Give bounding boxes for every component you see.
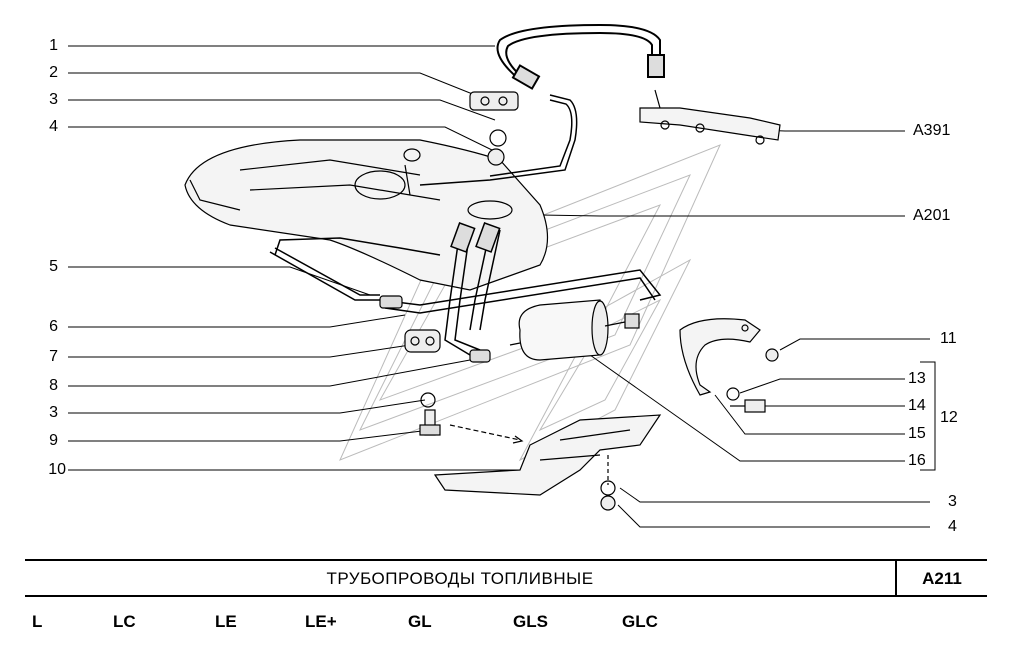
callout-a391: A391 (913, 122, 951, 139)
variant-le: LE (215, 612, 237, 631)
fuel-filter (509, 299, 640, 361)
callout-12: 12 (940, 409, 958, 426)
callout-10: 10 (48, 461, 66, 478)
callout-13: 13 (908, 370, 926, 387)
callout-1: 1 (49, 37, 58, 54)
protective-plate (433, 414, 662, 496)
variant-lc: LC (113, 612, 136, 631)
washer (726, 387, 740, 401)
hose-clamp (469, 91, 519, 111)
nut (765, 348, 779, 362)
nut (600, 495, 616, 511)
callout-3-right: 3 (948, 493, 957, 510)
callout-4: 4 (49, 118, 58, 135)
leader-lines-left (68, 45, 520, 471)
fuel-lines-diagram (68, 23, 936, 528)
title-bar: ТРУБОПРОВОДЫ ТОПЛИВНЫЕ A211 (25, 559, 987, 597)
callout-16: 16 (908, 452, 926, 469)
fuel-pipes (379, 222, 662, 356)
title-divider (895, 561, 897, 595)
pipe-fitting (469, 349, 491, 363)
fuel-pipe-return (269, 237, 441, 301)
washer (600, 480, 616, 496)
leader-lines-right (539, 129, 936, 528)
callout-4-right: 4 (948, 518, 957, 535)
bolt (419, 409, 441, 436)
variant-le-plus: LE+ (305, 612, 337, 631)
variant-glc: GLC (622, 612, 658, 631)
variant-l: L (32, 612, 43, 631)
fuel-rail (639, 89, 781, 145)
callout-5: 5 (49, 258, 58, 275)
variants-row: L LC LE LE+ GL GLS GLC (0, 612, 1009, 636)
callout-11: 11 (940, 330, 957, 347)
diagram-code: A211 (922, 569, 962, 588)
callout-3: 3 (49, 91, 58, 108)
fuel-pipe-upper (419, 94, 578, 186)
callout-7: 7 (49, 348, 58, 365)
watermark-logo (339, 144, 721, 462)
callout-2: 2 (49, 64, 58, 81)
callout-8: 8 (49, 377, 58, 394)
variant-gls: GLS (513, 612, 548, 631)
washer (489, 129, 507, 147)
callout-6: 6 (49, 318, 58, 335)
filter-bracket (679, 318, 761, 396)
arrow (449, 424, 521, 441)
flexible-hose (496, 23, 665, 90)
pipe-holder (404, 329, 441, 353)
callout-3-lower: 3 (49, 404, 58, 421)
callout-15: 15 (908, 425, 926, 442)
callout-14: 14 (908, 397, 926, 414)
diagram-title: ТРУБОПРОВОДЫ ТОПЛИВНЫЕ (326, 569, 594, 588)
pipe-fitting (379, 295, 403, 309)
callout-9: 9 (49, 432, 58, 449)
variant-gl: GL (408, 612, 432, 631)
washer (420, 392, 436, 408)
callout-a201: A201 (913, 207, 951, 224)
bolt (730, 399, 766, 413)
nut (487, 148, 505, 166)
